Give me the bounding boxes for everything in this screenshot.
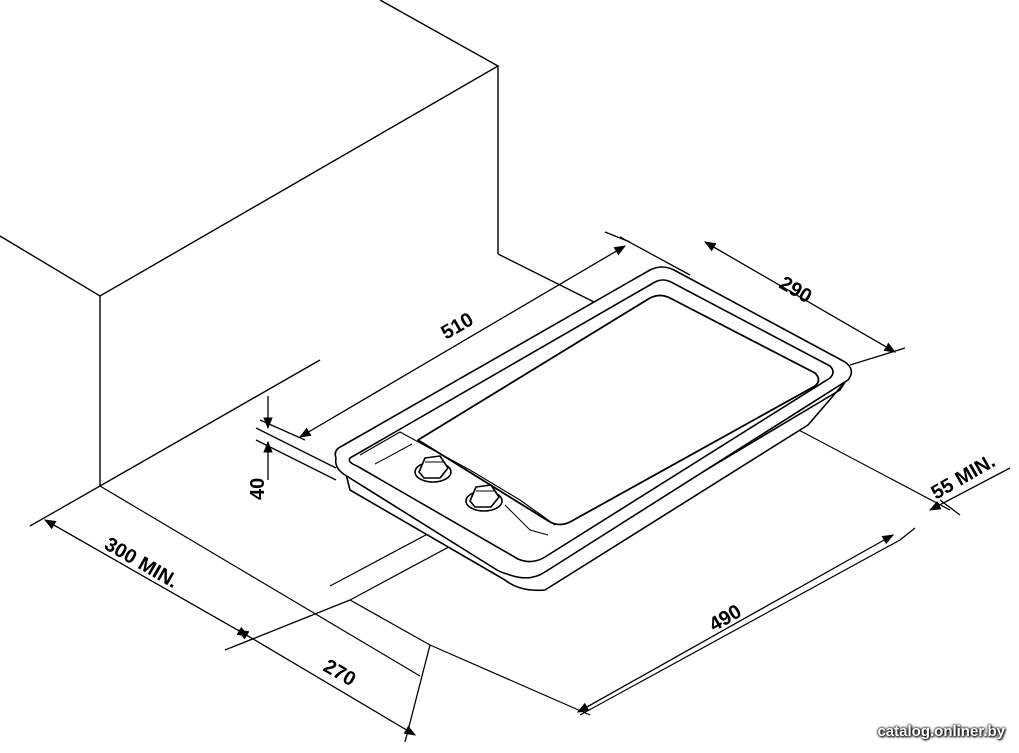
dimension-arrow-icon [576, 534, 895, 713]
dimension-arrow-icon [236, 629, 417, 736]
dimension-300-min: 300 MIN. [101, 533, 182, 593]
dimension-arrow-icon [43, 519, 250, 637]
dimension-270: 270 [320, 655, 360, 691]
watermark: catalog.onliner.by [877, 723, 1005, 740]
dimension-55-min: 55 MIN. [928, 450, 1000, 504]
control-knob-icon [465, 484, 503, 512]
dimension-490: 490 [706, 601, 746, 637]
dimension-40: 40 [247, 478, 269, 500]
dimension-510: 510 [438, 309, 478, 345]
dimension-arrow-icon [703, 241, 897, 353]
dimension-lines [29, 231, 1011, 743]
control-knob-icon [414, 455, 452, 483]
dimension-arrow-icon [298, 245, 627, 438]
